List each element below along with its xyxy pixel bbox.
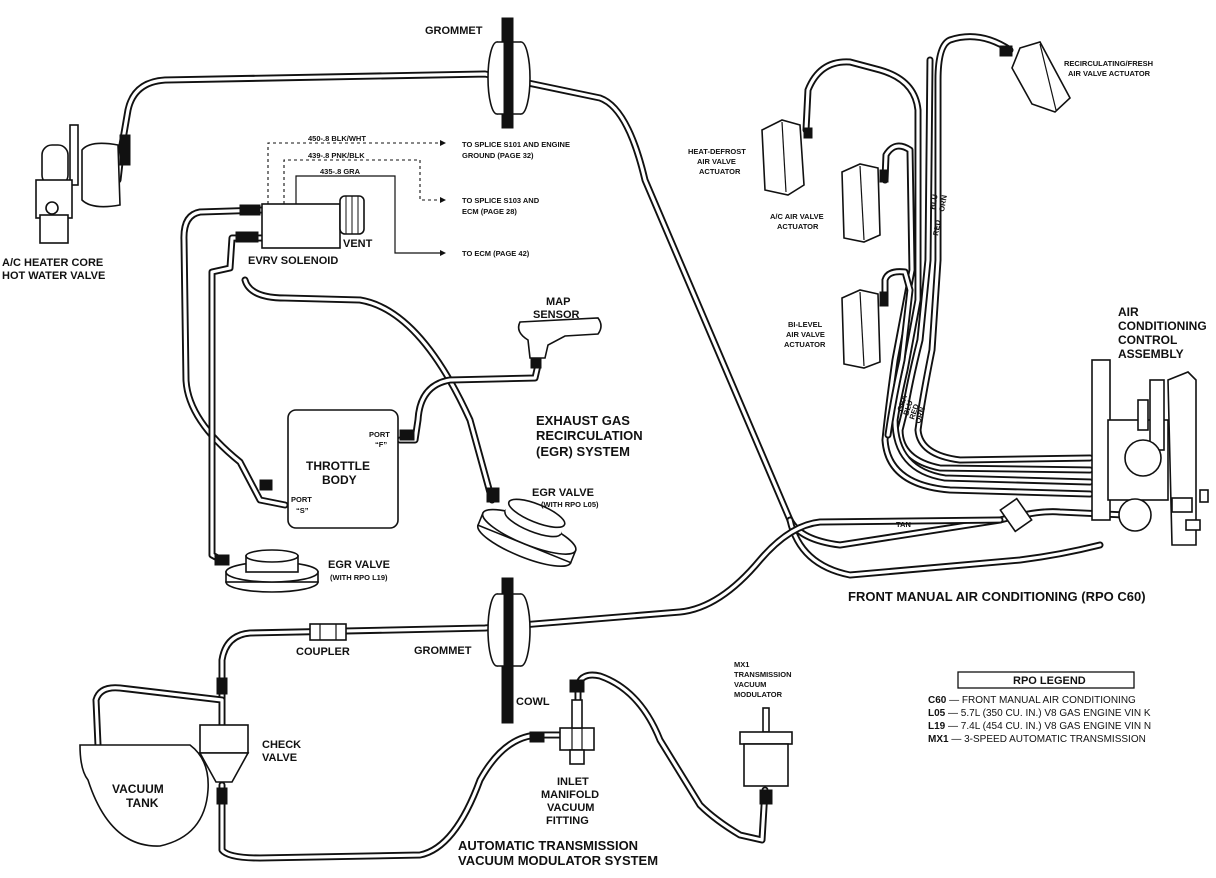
to-ecm-label: TO ECM (PAGE 42) bbox=[462, 249, 530, 258]
wire-435-label: 435-.8 GRA bbox=[320, 167, 361, 176]
map-sensor-label-2: SENSOR bbox=[533, 309, 580, 321]
bi-level-label-1: BI-LEVEL bbox=[788, 320, 823, 329]
legend-item: C60 — FRONT MANUAL AIR CONDITIONING bbox=[928, 695, 1136, 706]
egr-valve-l05-label-1: EGR VALVE bbox=[532, 487, 594, 499]
ac-control-label-3: CONTROL bbox=[1118, 333, 1177, 347]
wire-439-label: 439-.8 PNK/BLK bbox=[308, 151, 365, 160]
ac-control-label-2: CONDITIONING bbox=[1118, 319, 1207, 333]
map-sensor bbox=[517, 317, 602, 369]
grommet-top bbox=[487, 17, 531, 129]
port-f-label-1: PORT bbox=[369, 430, 390, 439]
recirc-label-1: RECIRCULATING/FRESH bbox=[1064, 59, 1153, 68]
grommet-top-label: GROMMET bbox=[425, 25, 483, 37]
egr-system-label-3: (EGR) SYSTEM bbox=[536, 444, 630, 459]
bi-level-label-3: ACTUATOR bbox=[784, 340, 826, 349]
throttle-body-label-1: THROTTLE bbox=[306, 459, 370, 473]
check-valve-label-2: VALVE bbox=[262, 752, 297, 764]
throttle-body bbox=[259, 409, 415, 529]
heater-valve-label-2: HOT WATER VALVE bbox=[2, 270, 105, 282]
throttle-body-label-2: BODY bbox=[322, 473, 357, 487]
vacuum-tank-label-1: VACUUM bbox=[112, 782, 164, 796]
heater-valve-label-1: A/C HEATER CORE bbox=[2, 257, 103, 269]
recirc-fresh-actuator bbox=[999, 41, 1071, 113]
legend-item: MX1 — 3-SPEED AUTOMATIC TRANSMISSION bbox=[928, 734, 1146, 745]
hose-red-label: RED bbox=[931, 219, 943, 237]
ac-control-assembly bbox=[999, 359, 1209, 546]
vacuum-tank bbox=[79, 744, 209, 847]
wire-450-label: 450-.8 BLK/WHT bbox=[308, 134, 366, 143]
heat-defrost-actuator bbox=[761, 119, 813, 196]
port-f-label-2: “F” bbox=[375, 440, 387, 449]
mx1-label-4: MODULATOR bbox=[734, 690, 783, 699]
bi-level-actuator bbox=[841, 289, 889, 369]
egr-valve-l19 bbox=[214, 549, 319, 593]
auto-trans-label-1: AUTOMATIC TRANSMISSION bbox=[458, 838, 638, 853]
grommet-bottom-label: GROMMET bbox=[414, 645, 472, 657]
mx1-label-1: MX1 bbox=[734, 660, 749, 669]
splice-s103-label-2: ECM (PAGE 28) bbox=[462, 207, 517, 216]
grommet-bottom-cowl bbox=[487, 577, 531, 724]
heat-defrost-label-2: AIR VALVE bbox=[697, 157, 736, 166]
heater-water-valve bbox=[35, 124, 131, 244]
mx1-label-3: VACUUM bbox=[734, 680, 766, 689]
splice-s101-label-1: TO SPLICE S101 AND ENGINE bbox=[462, 140, 570, 149]
mx1-label-2: TRANSMISSION bbox=[734, 670, 792, 679]
evrv-solenoid-label: EVRV SOLENOID bbox=[248, 255, 338, 267]
heat-defrost-label-1: HEAT-DEFROST bbox=[688, 147, 746, 156]
ac-control-label-1: AIR bbox=[1118, 305, 1139, 319]
legend-item: L19 — 7.4L (454 CU. IN.) V8 GAS ENGINE V… bbox=[928, 721, 1151, 732]
inlet-label-4: FITTING bbox=[546, 815, 589, 827]
egr-valve-l19-label-1: EGR VALVE bbox=[328, 559, 390, 571]
ac-air-valve-label-2: ACTUATOR bbox=[777, 222, 819, 231]
hose-tan-label: TAN bbox=[896, 520, 911, 529]
check-valve bbox=[198, 677, 250, 805]
ac-air-valve-label-1: A/C AIR VALVE bbox=[770, 212, 824, 221]
bi-level-label-2: AIR VALVE bbox=[786, 330, 825, 339]
inlet-label-3: VACUUM bbox=[547, 802, 594, 814]
egr-valve-l05-label-2: (WITH RPO L05) bbox=[541, 500, 599, 509]
ac-control-label-4: ASSEMBLY bbox=[1118, 347, 1184, 361]
ac-air-valve-actuator bbox=[841, 163, 889, 243]
egr-valve-l05 bbox=[476, 487, 577, 567]
inlet-manifold-fitting bbox=[529, 679, 595, 765]
egr-valve-l19-label-2: (WITH RPO L19) bbox=[330, 573, 388, 582]
legend-title: RPO LEGEND bbox=[1013, 675, 1086, 687]
evrv-solenoid bbox=[235, 195, 365, 249]
text-labels: GROMMET GROMMET COWL COUPLER A/C HEATER … bbox=[2, 25, 1207, 868]
front-ac-title: FRONT MANUAL AIR CONDITIONING (RPO C60) bbox=[848, 589, 1146, 604]
map-sensor-label-1: MAP bbox=[546, 296, 570, 308]
coupler bbox=[309, 623, 347, 641]
vacuum-tank-label-2: TANK bbox=[126, 796, 159, 810]
auto-trans-label-2: VACUUM MODULATOR SYSTEM bbox=[458, 853, 658, 868]
port-s-label-1: PORT bbox=[291, 495, 312, 504]
egr-system-label-2: RECIRCULATION bbox=[536, 428, 643, 443]
heat-defrost-label-3: ACTUATOR bbox=[699, 167, 741, 176]
splice-s103-label-1: TO SPLICE S103 AND bbox=[462, 196, 540, 205]
hose-orn-label: ORN bbox=[937, 194, 949, 212]
mx1-modulator bbox=[739, 707, 793, 805]
splice-s101-label-2: GROUND (PAGE 32) bbox=[462, 151, 534, 160]
evrv-wiring bbox=[267, 140, 446, 256]
inlet-label-1: INLET bbox=[557, 776, 589, 788]
port-s-label-2: “S” bbox=[296, 506, 309, 515]
egr-system-label-1: EXHAUST GAS bbox=[536, 413, 630, 428]
coupler-label: COUPLER bbox=[296, 646, 350, 658]
vent-label: VENT bbox=[343, 238, 373, 250]
cowl-label: COWL bbox=[516, 696, 550, 708]
check-valve-label-1: CHECK bbox=[262, 739, 301, 751]
hose-blu-label: BLU bbox=[928, 194, 940, 211]
inlet-label-2: MANIFOLD bbox=[541, 789, 599, 801]
rpo-legend bbox=[957, 671, 1135, 689]
legend-item: L05 — 5.7L (350 CU. IN.) V8 GAS ENGINE V… bbox=[928, 708, 1151, 719]
recirc-label-2: AIR VALVE ACTUATOR bbox=[1068, 69, 1151, 78]
